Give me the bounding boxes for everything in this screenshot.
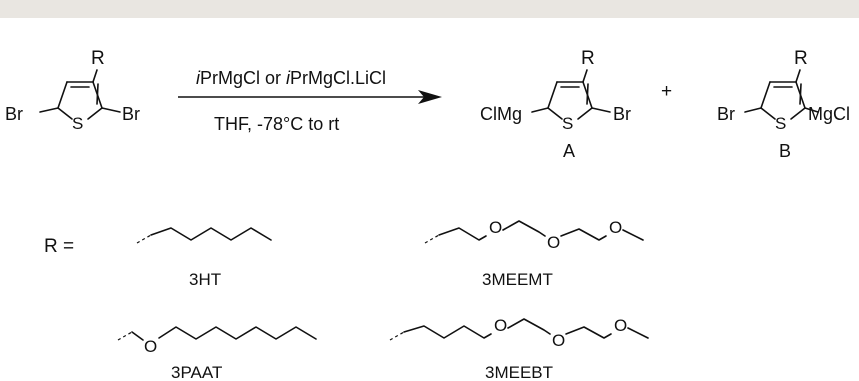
substituent-3paat-name: 3PAAT [171, 363, 222, 381]
top-banner [0, 0, 859, 18]
product-a: R S ClMg Br A [480, 48, 631, 161]
plus-sign: + [661, 81, 672, 102]
3meemt-oxygen-2: O [547, 233, 560, 252]
product-b-left-group: Br [717, 104, 735, 124]
product-a-name: A [563, 141, 575, 161]
r-equals-label: R = [44, 236, 74, 257]
3meebt-oxygen-1: O [494, 316, 507, 335]
substituent-3meemt: O O O 3MEEMT [424, 218, 644, 289]
3meemt-oxygen-1: O [489, 218, 502, 237]
product-b-right-group: MgCl [808, 104, 850, 124]
substituent-3ht-name: 3HT [189, 270, 221, 289]
reaction-arrow-head [418, 90, 442, 104]
substituent-3meebt: O O O 3MEEBT [389, 316, 649, 381]
conditions-text: THF, -78°C to rt [214, 114, 339, 134]
product-b: R S Br MgCl B [717, 48, 850, 161]
3paat-oxygen-1: O [144, 337, 157, 356]
3meemt-oxygen-3: O [609, 218, 622, 237]
product-b-r-label: R [794, 48, 808, 69]
reactant-thiophene: R S Br Br [5, 48, 140, 133]
product-a-r-label: R [581, 48, 595, 69]
3meebt-oxygen-3: O [614, 316, 627, 335]
reactant-br-right: Br [122, 104, 140, 124]
substituent-3meemt-name: 3MEEMT [482, 270, 553, 289]
reaction-arrow-group: iPrMgCl or iPrMgCl.LiCl THF, -78°C to rt [178, 68, 442, 134]
substituent-3paat: O 3PAAT [117, 326, 317, 381]
product-a-right-group: Br [613, 104, 631, 124]
product-b-name: B [779, 141, 791, 161]
substituent-3meebt-name: 3MEEBT [485, 363, 553, 381]
reagent-text: iPrMgCl or iPrMgCl.LiCl [196, 68, 386, 88]
3meebt-oxygen-2: O [552, 331, 565, 350]
substituent-3ht: 3HT [136, 227, 272, 289]
product-b-sulfur: S [775, 114, 786, 133]
reactant-r-label: R [91, 48, 105, 69]
product-a-left-group: ClMg [480, 104, 522, 124]
reactant-br-left: Br [5, 104, 23, 124]
reactant-sulfur: S [72, 114, 83, 133]
product-a-sulfur: S [562, 114, 573, 133]
